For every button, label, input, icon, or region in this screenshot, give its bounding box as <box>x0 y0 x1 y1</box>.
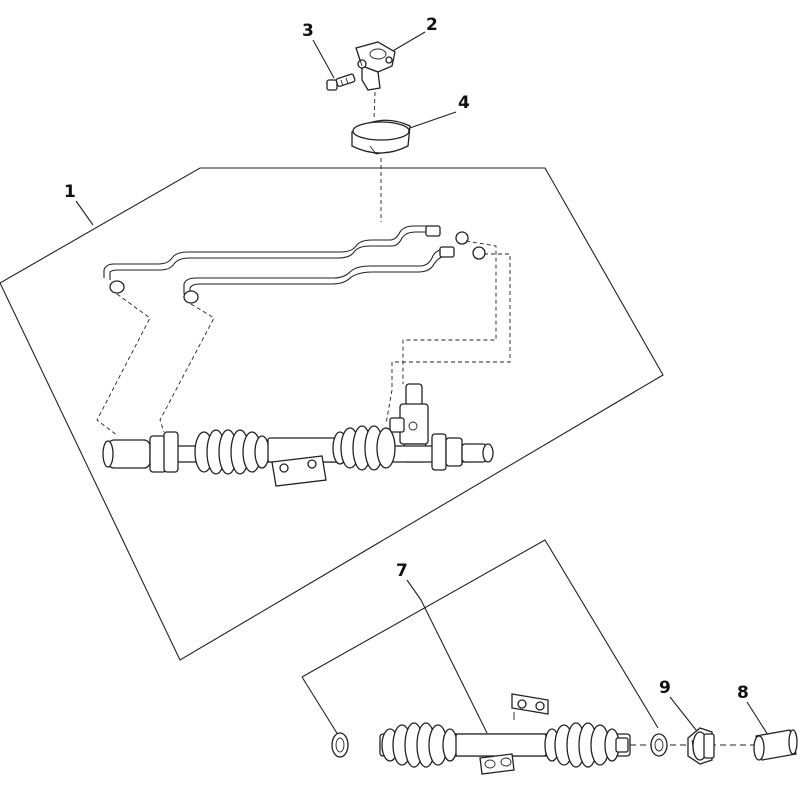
right-bellows-lower <box>544 722 620 768</box>
bolt-part-3 <box>326 73 356 91</box>
left-bellows-lower <box>381 722 458 768</box>
assembly-boundary-7 <box>301 539 659 739</box>
seal-boot-part-4 <box>351 119 411 155</box>
leader-line-7 <box>406 579 422 601</box>
mounting-clamp-upper <box>271 455 327 487</box>
leader-line-3 <box>312 39 335 79</box>
callout-number-3: 3 <box>302 21 314 41</box>
callout-7: 7 <box>396 561 422 601</box>
callout-number-9: 9 <box>659 678 671 698</box>
connection-guides <box>96 240 511 437</box>
callout-number-1: 1 <box>64 182 76 202</box>
left-bellows-upper <box>194 429 270 475</box>
callout-3: 3 <box>302 21 335 79</box>
top-clamp-lower <box>511 693 549 720</box>
washer-lower <box>650 733 668 757</box>
end-cap-part-8 <box>753 729 798 761</box>
callout-2: 2 <box>390 15 438 53</box>
leader-line-8 <box>746 701 769 736</box>
steering-rack-lower-part-7 <box>331 693 631 775</box>
axis-line-2-to-4 <box>373 91 376 121</box>
leader-line-1 <box>75 200 94 226</box>
callout-1: 1 <box>64 182 94 226</box>
hydraulic-pipes <box>103 225 486 304</box>
callout-4: 4 <box>403 93 470 131</box>
callout-number-8: 8 <box>737 683 749 703</box>
leader-line-2 <box>390 31 426 53</box>
callout-number-2: 2 <box>426 15 438 35</box>
steering-rack-upper <box>102 425 494 487</box>
callout-number-4: 4 <box>458 93 470 113</box>
center-bracket-lower <box>479 753 515 775</box>
leader-line-4 <box>403 111 457 131</box>
callout-9: 9 <box>659 678 701 736</box>
right-bellows-upper <box>332 425 396 471</box>
callout-number-7: 7 <box>396 561 408 581</box>
assembly-boundary-1 <box>0 167 664 661</box>
coupling-part-2 <box>355 41 396 91</box>
callout-8: 8 <box>737 683 769 736</box>
bushing-part-9 <box>687 727 715 765</box>
leader-line-9 <box>669 696 701 736</box>
